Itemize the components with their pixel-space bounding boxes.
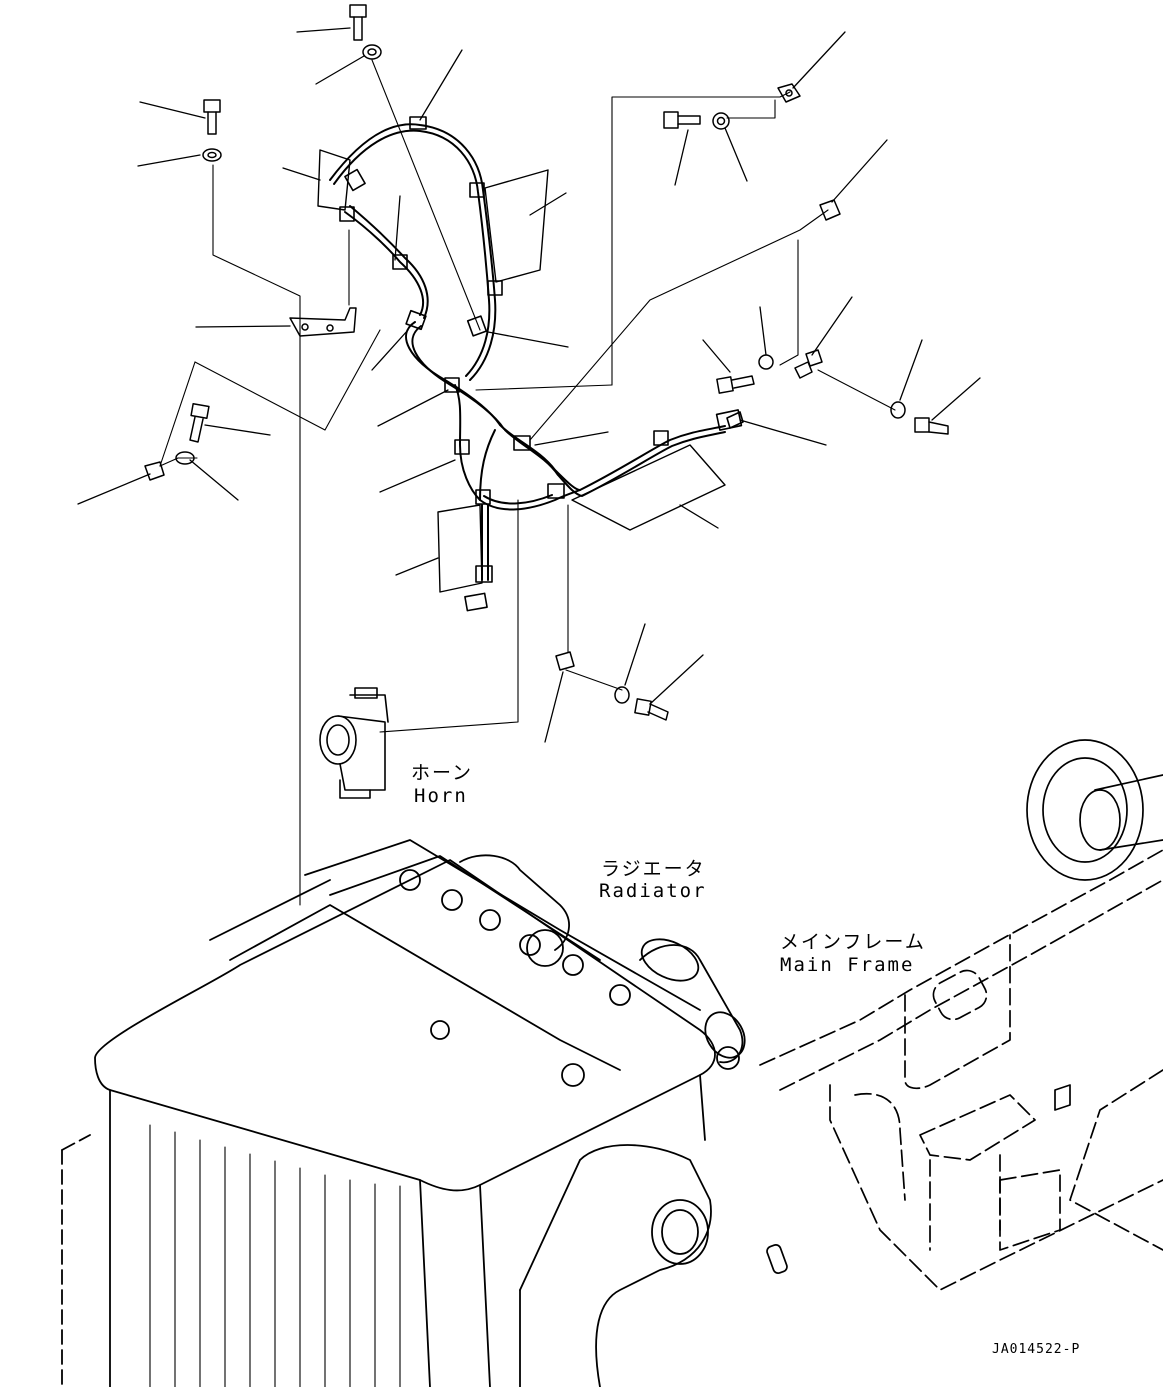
leader-lines (77, 27, 981, 743)
horn-label-jp: ホーン (411, 762, 474, 784)
wiring-harness (329, 123, 726, 581)
harness-clips (339, 116, 744, 612)
main-frame-label-jp: メインフレーム (780, 931, 926, 953)
radiator-label-jp: ラジエータ (601, 858, 706, 880)
horn-drawing (319, 687, 389, 799)
protective-sheets (317, 149, 726, 593)
main-frame-label-en: Main Frame (780, 954, 915, 976)
fasteners (144, 4, 949, 721)
drawing-code: JA014522-P (992, 1342, 1081, 1357)
main-frame-drawing (759, 849, 1163, 1291)
reference-lines (159, 59, 896, 906)
axle-hub (766, 739, 1163, 1274)
radiator-assembly (61, 839, 746, 1387)
horn-label-en: Horn (414, 785, 468, 807)
radiator-label-en: Radiator (599, 880, 707, 902)
